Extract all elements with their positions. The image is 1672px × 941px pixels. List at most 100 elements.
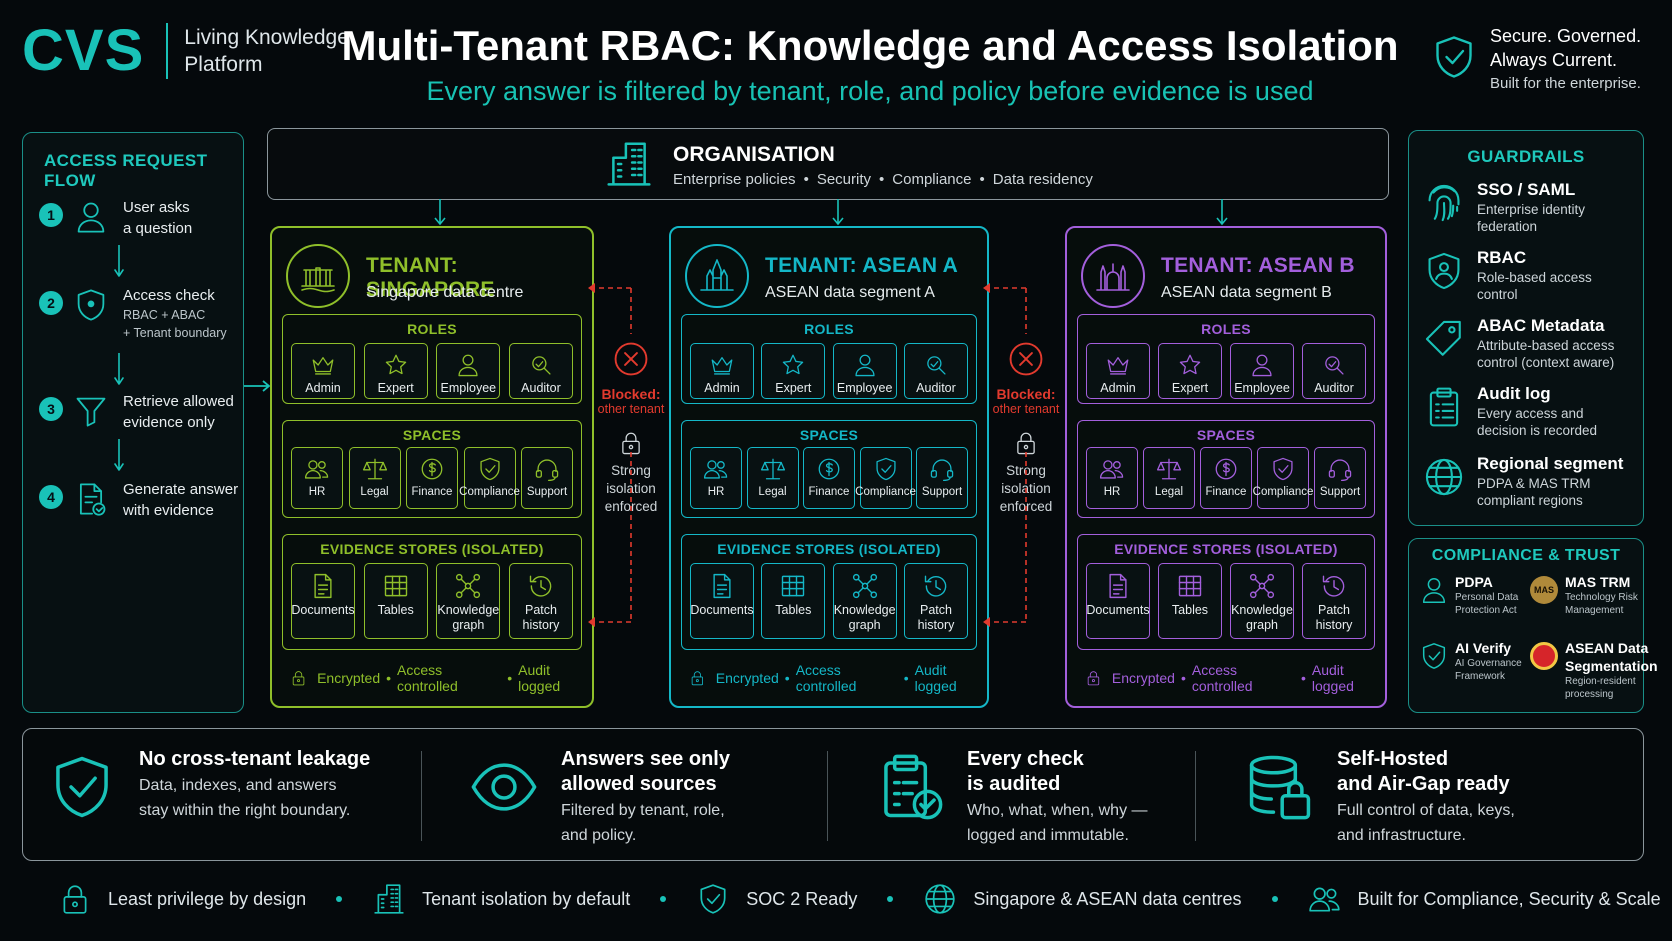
space-support[interactable]: Support	[916, 447, 968, 509]
person-shield-icon	[1419, 573, 1449, 607]
tenant-logo	[286, 244, 350, 308]
dollar-icon	[1213, 456, 1239, 482]
footer-data-centres: Singapore & ASEAN data centres	[923, 882, 1242, 916]
shield-check-icon	[1430, 28, 1478, 86]
store-tables[interactable]: Tables	[363, 563, 428, 639]
table-icon	[382, 572, 410, 600]
magnify-check-icon	[1321, 352, 1347, 378]
star-icon	[1177, 352, 1203, 378]
crown-icon	[709, 352, 735, 378]
role-employee[interactable]: Employee	[436, 343, 501, 399]
dollar-icon	[816, 456, 842, 482]
store-documents[interactable]: Documents	[1086, 563, 1150, 639]
role-expert[interactable]: Expert	[363, 343, 428, 399]
dollar-icon	[419, 456, 445, 482]
space-compliance[interactable]: Compliance	[1253, 447, 1313, 509]
role-employee[interactable]: Employee	[832, 343, 897, 399]
store-tables[interactable]: Tables	[1158, 563, 1222, 639]
star-icon	[780, 352, 806, 378]
space-finance[interactable]: Finance	[406, 447, 458, 509]
magnify-check-icon	[923, 352, 949, 378]
user-icon	[1249, 352, 1275, 378]
footer-tenant-isolation: Tenant isolation by default	[372, 882, 630, 916]
store-documents[interactable]: Documents	[291, 563, 355, 639]
flow-arrow	[114, 245, 124, 279]
store-documents[interactable]: Documents	[690, 563, 754, 639]
tenant-logo	[1081, 244, 1145, 308]
role-expert[interactable]: Expert	[761, 343, 826, 399]
space-hr[interactable]: HR	[291, 447, 343, 509]
star-icon	[383, 352, 409, 378]
flow-title: ACCESS REQUEST FLOW	[44, 151, 208, 190]
space-finance[interactable]: Finance	[803, 447, 855, 509]
shield-check-icon	[47, 747, 117, 827]
crown-icon	[1105, 352, 1131, 378]
user-icon	[455, 352, 481, 378]
secure-tagline: Secure. Governed. Always Current. Built …	[1430, 24, 1641, 96]
tenant-security-footer: Encrypted•Access controlled•Audit logged	[689, 662, 987, 694]
tenant-title: TENANT: SINGAPORE	[366, 254, 495, 301]
space-legal[interactable]: Legal	[348, 447, 401, 509]
space-compliance[interactable]: Compliance	[855, 447, 916, 509]
role-expert[interactable]: Expert	[1158, 343, 1222, 399]
role-auditor[interactable]: Auditor	[508, 343, 573, 399]
role-auditor[interactable]: Auditor	[903, 343, 968, 399]
space-hr[interactable]: HR	[1086, 447, 1138, 509]
lock-icon	[689, 668, 706, 688]
history-icon	[527, 572, 555, 600]
role-employee[interactable]: Employee	[1230, 343, 1294, 399]
database-lock-icon	[1245, 747, 1315, 827]
space-support[interactable]: Support	[1314, 447, 1366, 509]
role-auditor[interactable]: Auditor	[1302, 343, 1366, 399]
space-legal[interactable]: Legal	[746, 447, 799, 509]
building-icon	[604, 137, 654, 191]
magnify-check-icon	[528, 352, 554, 378]
tenant-subtitle: ASEAN data segment B	[1161, 284, 1332, 301]
role-admin[interactable]: Admin	[690, 343, 754, 399]
flow-arrow	[114, 353, 124, 387]
scale-icon	[1156, 456, 1182, 482]
lock-icon	[618, 428, 644, 458]
role-admin[interactable]: Admin	[1086, 343, 1150, 399]
tenant-security-footer: Encrypted•Access controlled•Audit logged	[290, 662, 592, 694]
space-support[interactable]: Support	[521, 447, 573, 509]
footer-separator	[1271, 896, 1278, 902]
graph-icon	[1248, 572, 1276, 600]
document-icon	[1104, 572, 1132, 600]
space-legal[interactable]: Legal	[1143, 447, 1195, 509]
spaces-title: SPACES	[1196, 427, 1256, 443]
tenant-logo	[685, 244, 749, 308]
guardrails-title: GUARDRAILS	[1467, 147, 1585, 166]
organisation-bar: ORGANISATION Enterprise policies•Securit…	[267, 128, 1389, 200]
store-tables[interactable]: Tables	[761, 563, 826, 639]
role-admin[interactable]: Admin	[291, 343, 355, 399]
tenant-subtitle: ASEAN data segment A	[765, 284, 935, 301]
headset-icon	[1327, 456, 1353, 482]
space-hr[interactable]: HR	[690, 447, 742, 509]
space-compliance[interactable]: Compliance	[459, 447, 520, 509]
space-finance[interactable]: Finance	[1200, 447, 1252, 509]
footer-soc2: SOC 2 Ready	[696, 882, 857, 916]
user-icon	[852, 352, 878, 378]
